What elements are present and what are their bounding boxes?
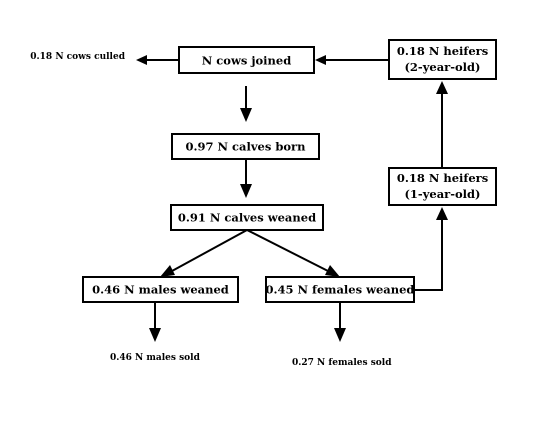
box-females-weaned: 0.45 N females weaned [265,276,415,303]
label-females-sold: 0.27 N females sold [292,358,392,368]
box-cows-joined-text: N cows joined [202,54,291,68]
box-calves-weaned-text: 0.91 N calves weaned [178,211,316,225]
box-heifers-2yr: 0.18 N heifers (2-year-old) [388,39,497,80]
arrow-females-to-heifers1 [414,207,448,291]
arrow-males-to-sold [149,302,161,342]
box-heifers-2yr-line2: (2-year-old) [404,60,480,74]
arrow-females-to-sold [334,302,346,342]
box-males-weaned-text: 0.46 N males weaned [92,283,229,297]
arrow-cows-to-calves-born [240,86,252,122]
box-heifers-1yr-line2: (1-year-old) [404,187,480,201]
box-females-weaned-text: 0.45 N females weaned [266,283,415,297]
arrow-heifers1-to-heifers2 [436,81,448,168]
arrow-weaned-to-females [246,229,340,277]
label-cows-culled: 0.18 N cows culled [30,52,125,62]
box-calves-weaned: 0.91 N calves weaned [170,204,324,231]
box-cows-joined: N cows joined [178,46,315,74]
arrow-heifers2-to-cows [315,55,389,65]
box-heifers-2yr-line1: 0.18 N heifers [397,44,488,58]
box-heifers-1yr: 0.18 N heifers (1-year-old) [388,167,497,206]
label-males-sold: 0.46 N males sold [110,353,201,363]
arrow-weaned-to-males [160,229,248,277]
box-calves-born: 0.97 N calves born [171,133,320,160]
box-heifers-1yr-line1: 0.18 N heifers [397,171,488,185]
arrow-cows-to-culled [136,55,179,65]
box-males-weaned: 0.46 N males weaned [82,276,239,303]
arrow-born-to-weaned [240,159,252,198]
box-calves-born-text: 0.97 N calves born [186,140,307,154]
